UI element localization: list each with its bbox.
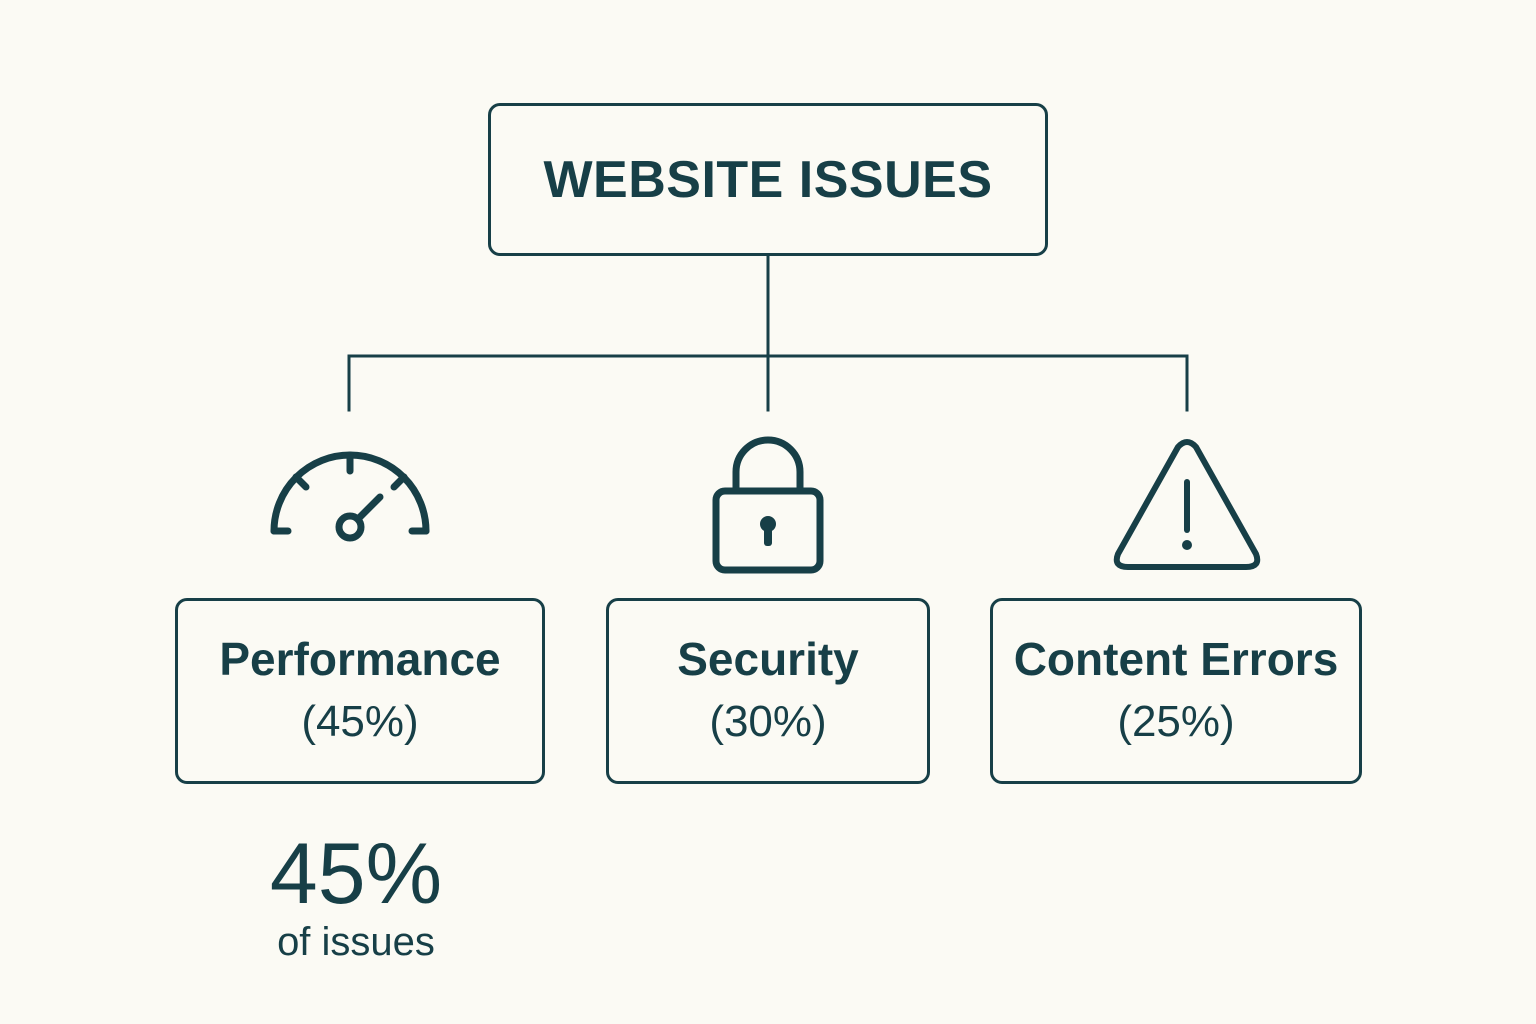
speedometer-icon [270,451,430,542]
category-name: Content Errors [1013,633,1339,685]
callout-value: 45% [269,826,443,922]
category-node-content-errors: Content Errors (25%) [990,598,1362,784]
performance-callout: 45% of issues [226,826,486,962]
category-percent: (45%) [301,697,419,746]
category-percent: (30%) [709,697,827,746]
category-percent: (25%) [1117,697,1235,746]
category-node-security: Security (30%) [606,598,930,784]
category-name: Performance [219,633,501,685]
padlock-icon [712,436,824,574]
category-node-performance: Performance (45%) [175,598,545,784]
diagram-title: WEBSITE ISSUES [543,150,993,209]
root-node: WEBSITE ISSUES [488,103,1048,256]
warning-triangle-icon [1113,439,1261,570]
category-name: Security [677,633,859,685]
callout-label: of issues [277,920,435,964]
